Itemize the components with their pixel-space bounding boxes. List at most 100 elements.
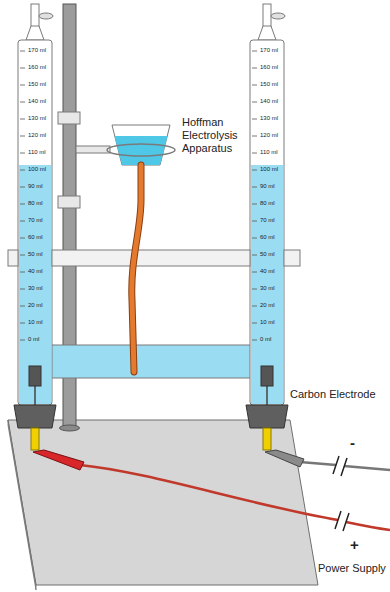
grey-clip xyxy=(265,450,304,467)
graduation-mark: 130 ml xyxy=(260,115,278,122)
graduation-tick xyxy=(252,119,257,120)
grey-wire xyxy=(300,462,336,465)
rod-foot xyxy=(60,425,80,431)
graduation-mark: 20 ml xyxy=(28,302,43,309)
graduation-tick xyxy=(20,187,25,188)
graduation-mark: 70 ml xyxy=(28,217,43,224)
graduation-tick xyxy=(252,289,257,290)
left-electrode xyxy=(14,366,56,450)
left-tube xyxy=(18,4,53,405)
graduation-tick xyxy=(252,153,257,154)
graduation-tick xyxy=(252,170,257,171)
graduation-mark: 0 ml xyxy=(28,336,39,343)
terminal-sign: - xyxy=(350,434,355,452)
graduation-mark: 80 ml xyxy=(28,200,43,207)
graduation-mark: 100 ml xyxy=(28,166,46,173)
graduation-mark: 140 ml xyxy=(260,98,278,105)
graduation-tick xyxy=(252,204,257,205)
connecting-tube xyxy=(34,345,268,378)
supply-label: Power Supply xyxy=(318,562,386,575)
graduation-mark: 50 ml xyxy=(260,251,275,258)
graduation-tick xyxy=(252,187,257,188)
graduation-mark: 80 ml xyxy=(260,200,275,207)
stand-base xyxy=(8,420,318,585)
rod-clamp xyxy=(58,112,80,124)
graduation-mark: 90 ml xyxy=(28,183,43,190)
red-clip xyxy=(33,450,84,470)
graduation-mark: 120 ml xyxy=(260,132,278,139)
graduation-tick xyxy=(20,136,25,137)
graduation-tick xyxy=(20,102,25,103)
red-wire xyxy=(346,522,390,530)
graduation-tick xyxy=(20,170,25,171)
graduation-tick xyxy=(252,255,257,256)
graduation-mark: 0 ml xyxy=(260,336,271,343)
graduation-tick xyxy=(20,255,25,256)
graduation-tick xyxy=(20,289,25,290)
rubber-tube xyxy=(132,165,141,372)
apparatus-label: Hoffman Electrolysis Apparatus xyxy=(182,116,246,156)
graduation-mark: 60 ml xyxy=(28,234,43,241)
graduation-mark: 160 ml xyxy=(260,64,278,71)
graduation-tick xyxy=(252,306,257,307)
right-electrode xyxy=(246,366,288,450)
graduation-mark: 100 ml xyxy=(260,166,278,173)
battery-symbol xyxy=(333,456,349,531)
graduation-tick xyxy=(252,272,257,273)
graduation-tick xyxy=(20,85,25,86)
graduation-mark: 130 ml xyxy=(28,115,46,122)
rubber-tube-outline xyxy=(132,165,141,372)
electrode-label: Carbon Electrode xyxy=(290,388,376,401)
graduation-tick xyxy=(20,306,25,307)
grey-wire xyxy=(344,466,390,470)
graduation-tick xyxy=(20,68,25,69)
right-tube xyxy=(250,4,285,405)
graduation-mark: 60 ml xyxy=(260,234,275,241)
graduation-mark: 170 ml xyxy=(260,47,278,54)
rod-clamp xyxy=(58,196,80,208)
tube-clamp xyxy=(8,250,300,266)
graduation-mark: 20 ml xyxy=(260,302,275,309)
graduation-mark: 40 ml xyxy=(260,268,275,275)
graduation-tick xyxy=(252,323,257,324)
graduation-tick xyxy=(252,102,257,103)
graduation-tick xyxy=(20,51,25,52)
graduation-mark: 160 ml xyxy=(28,64,46,71)
graduation-mark: 150 ml xyxy=(260,81,278,88)
graduation-mark: 140 ml xyxy=(28,98,46,105)
graduation-tick xyxy=(20,323,25,324)
graduation-tick xyxy=(20,272,25,273)
graduation-mark: 110 ml xyxy=(28,149,46,156)
graduation-mark: 170 ml xyxy=(28,47,46,54)
red-wire xyxy=(80,465,338,520)
graduation-tick xyxy=(252,221,257,222)
reservoir-water xyxy=(115,136,168,165)
graduation-mark: 30 ml xyxy=(28,285,43,292)
graduation-mark: 10 ml xyxy=(28,319,43,326)
graduation-mark: 30 ml xyxy=(260,285,275,292)
graduation-mark: 10 ml xyxy=(260,319,275,326)
graduation-mark: 150 ml xyxy=(28,81,46,88)
graduation-mark: 50 ml xyxy=(28,251,43,258)
terminal-sign: + xyxy=(350,536,359,554)
graduation-ticks xyxy=(20,51,257,340)
graduation-mark: 70 ml xyxy=(260,217,275,224)
funnel-clamp-arm xyxy=(76,146,110,153)
graduation-tick xyxy=(252,51,257,52)
graduation-tick xyxy=(20,340,25,341)
graduation-mark: 40 ml xyxy=(28,268,43,275)
graduation-tick xyxy=(20,119,25,120)
graduation-tick xyxy=(252,68,257,69)
graduation-tick xyxy=(20,204,25,205)
graduation-mark: 120 ml xyxy=(28,132,46,139)
graduation-tick xyxy=(20,153,25,154)
graduation-tick xyxy=(20,238,25,239)
graduation-tick xyxy=(20,221,25,222)
graduation-tick xyxy=(252,340,257,341)
ring-clamp xyxy=(107,144,175,156)
graduation-mark: 90 ml xyxy=(260,183,275,190)
graduation-tick xyxy=(252,238,257,239)
graduation-mark: 110 ml xyxy=(260,149,278,156)
graduation-tick xyxy=(252,85,257,86)
